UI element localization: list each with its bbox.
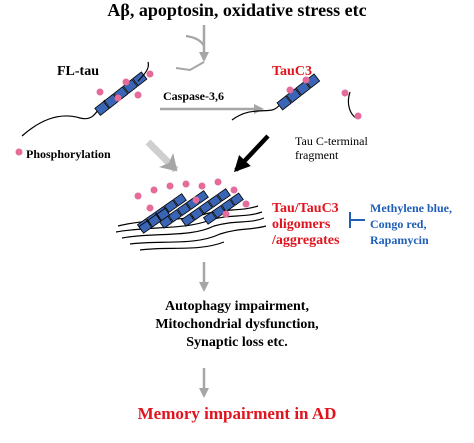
fl-tau-molecule [15,61,154,156]
title-arrow-curve [185,34,205,47]
oligomers-label: Tau/TauC3 oligomers /aggregates [272,201,340,248]
tauc3-molecule [231,73,362,121]
fl-tau-label: FL-tau [57,64,99,79]
diagram-title: Aβ, apoptosin, oxidative stress etc [107,0,367,20]
phosphorylation-label: Phosphorylation [26,147,111,161]
inhibition-symbol [349,212,365,228]
downstream-effects-label: Autophagy impairment, Mitochondrial dysf… [155,299,319,350]
tauc3-label: TauC3 [272,64,312,79]
title-arrow-branch [175,61,205,72]
outcome-label: Memory impairment in AD [137,404,337,423]
c-terminal-label: Tau C-terminal fragment [295,134,368,162]
phospho-legend-dot [15,148,23,156]
tauc3-to-aggregate-arrow [233,134,270,173]
tau-aggregate [115,178,267,251]
caspase-label: Caspase-3,6 [163,89,225,103]
fltau-to-aggregate-arrow [145,139,179,173]
inhibitors-label: Methylene blue, Congo red, Rapamycin [370,201,452,247]
